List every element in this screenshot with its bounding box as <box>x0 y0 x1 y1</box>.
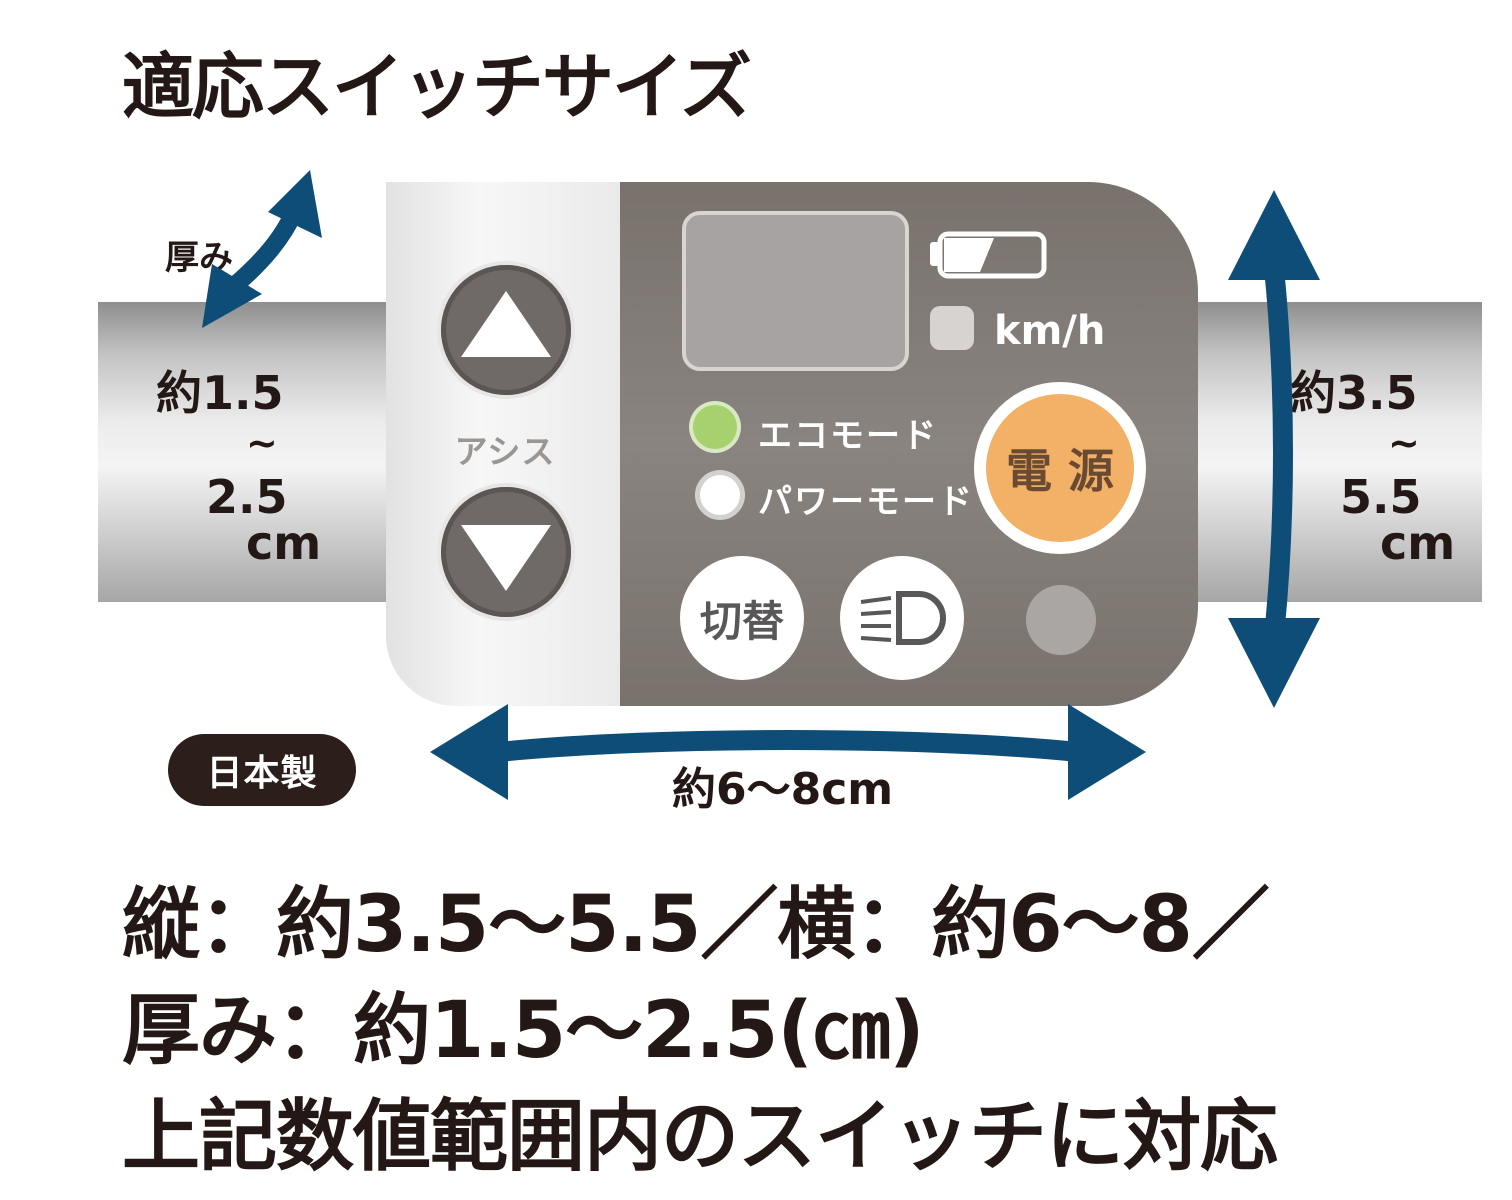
triangle-up-icon <box>461 291 551 357</box>
triangle-down-icon <box>461 525 551 591</box>
spec-line-2: 厚み：約1.5〜2.5(㎝) <box>122 986 925 1076</box>
height-tilde: ~ <box>1388 421 1420 465</box>
switch-button-label: 切替 <box>699 596 784 646</box>
width-label: 約6〜8cm <box>672 764 894 815</box>
thickness-tilde: ~ <box>246 421 278 465</box>
assist-down-button[interactable] <box>441 487 571 617</box>
eco-mode-led <box>693 405 737 449</box>
power-mode-label: パワーモード <box>758 482 974 522</box>
power-button[interactable]: 電 源 <box>974 382 1146 554</box>
height-value-max: 5.5 <box>1340 470 1422 524</box>
speed-unit-label: km/h <box>994 308 1106 354</box>
thickness-value-min: 約1.5 <box>156 366 284 420</box>
thickness-unit: cm <box>246 516 322 570</box>
power-mode-led <box>700 475 740 515</box>
assist-label: アシスト <box>454 432 556 519</box>
handlebar-left <box>98 302 398 602</box>
height-value-min: 約3.5 <box>1290 366 1418 420</box>
power-button-face: 電 源 <box>986 394 1134 542</box>
headlight-icon <box>860 591 946 645</box>
height-arrow-icon <box>1228 190 1320 708</box>
light-button[interactable] <box>840 556 964 680</box>
speed-indicator <box>930 306 974 350</box>
width-arrow-icon <box>430 704 1146 800</box>
thickness-value-max: 2.5 <box>206 470 288 524</box>
spec-line-1: 縦：約3.5〜5.5／横：約6〜8／ <box>122 880 1270 970</box>
thickness-arrow-icon <box>202 170 322 328</box>
spec-line-3: 上記数値範囲内のスイッチに対応 <box>122 1092 1278 1182</box>
power-button-label: 電 源 <box>1005 444 1114 498</box>
made-in-japan-badge: 日本製 <box>168 734 356 806</box>
page-title: 適応スイッチサイズ <box>122 45 752 129</box>
height-unit: cm <box>1380 516 1456 570</box>
switch-button[interactable]: 切替 <box>680 556 804 680</box>
display-screen <box>682 211 909 371</box>
small-grey-button[interactable] <box>1026 585 1096 655</box>
handlebar-right <box>1190 302 1482 602</box>
battery-icon <box>930 231 1047 279</box>
eco-mode-label: エコモード <box>758 416 938 456</box>
assist-up-button[interactable] <box>441 265 571 395</box>
